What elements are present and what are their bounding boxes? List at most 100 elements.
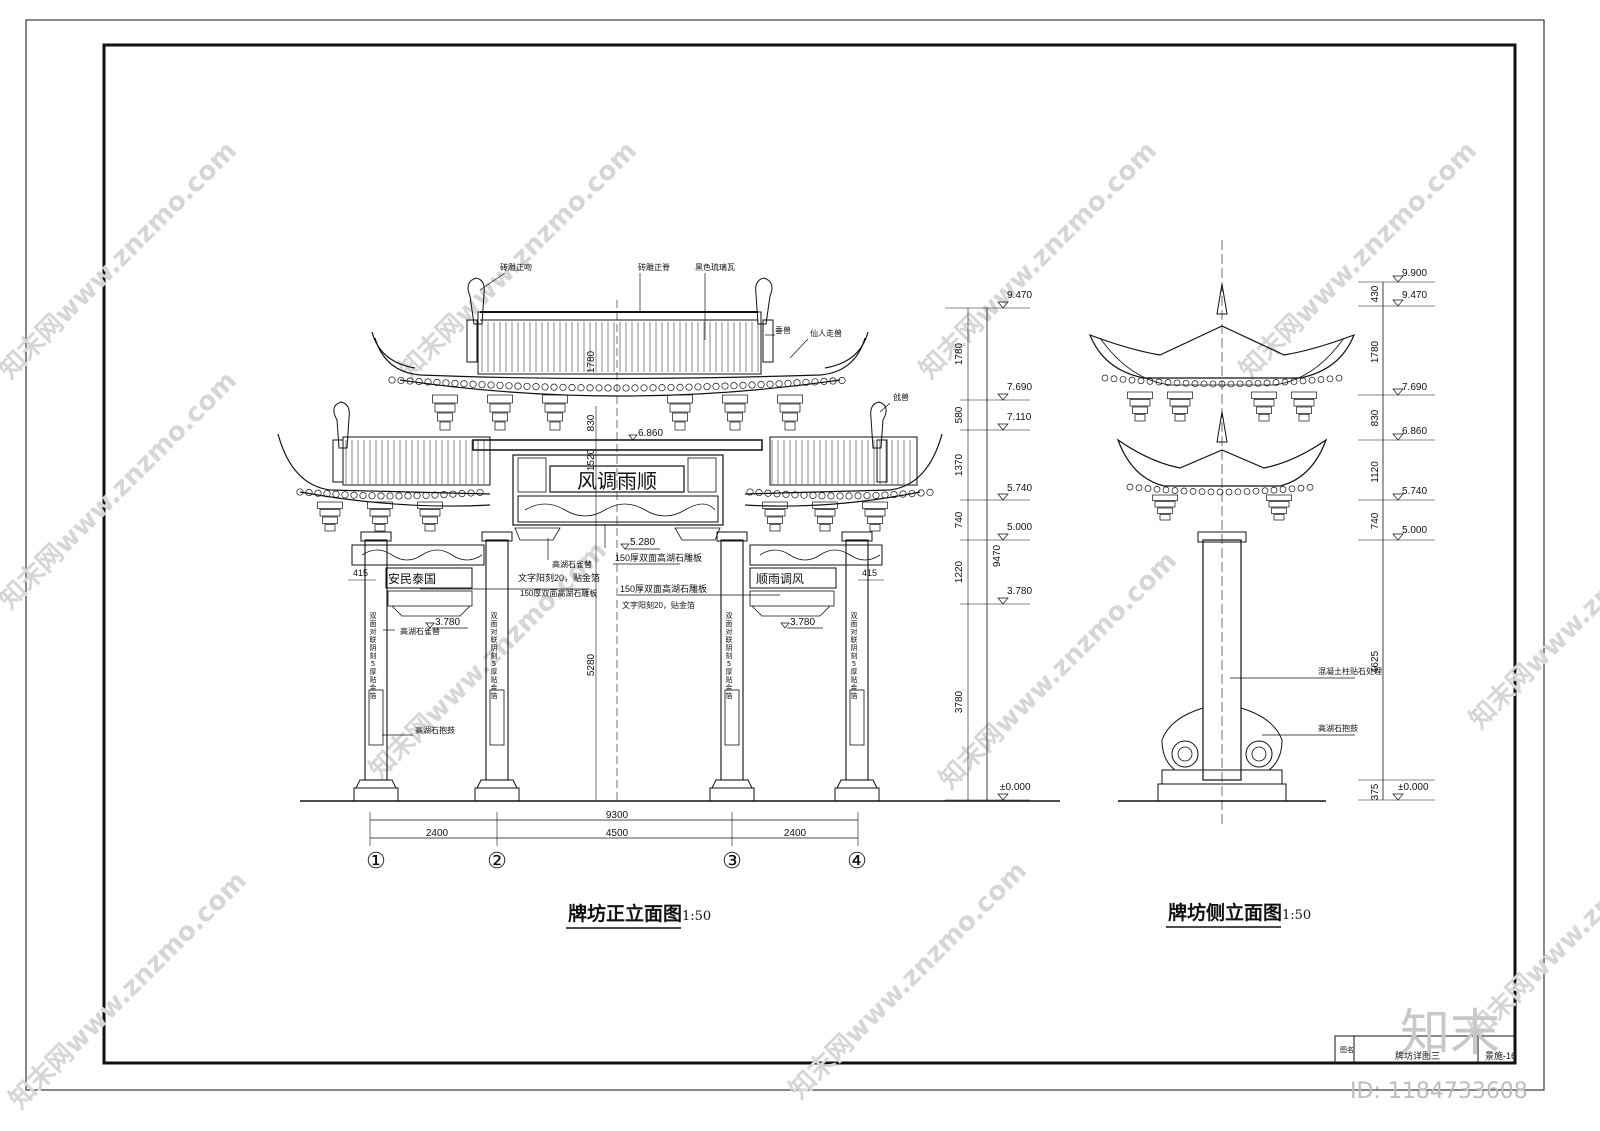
side-seg-1780: 1780 — [1370, 340, 1381, 363]
couplet-glyph: 厚 — [491, 668, 498, 676]
inner-frame — [102, 43, 1517, 1065]
couplet-glyph: 5 — [492, 660, 496, 668]
couplet-glyph: 箔 — [491, 691, 498, 700]
couplet-glyph: 厚 — [726, 668, 733, 676]
seg-580: 580 — [954, 406, 965, 423]
side-seg-830: 830 — [1370, 409, 1381, 426]
seg-1370: 1370 — [954, 453, 965, 476]
couplet-glyph: 贴 — [370, 675, 377, 684]
level-7690: 7.690 — [1007, 382, 1032, 393]
level-9470: 9.470 — [1007, 290, 1032, 301]
side-level-5000: 5.000 — [1402, 525, 1427, 536]
seg-1220: 1220 — [954, 560, 965, 583]
side-level-6860: 6.860 — [1402, 426, 1427, 437]
couplet-glyph: 贴 — [851, 675, 858, 684]
elev-tag-3780-left: 3.780 — [425, 617, 468, 629]
watermark-text-7: 知末网www.znzmo.com — [934, 546, 1183, 795]
couplet-glyph: 厚 — [370, 668, 377, 676]
couplet-glyph: 联 — [726, 635, 733, 644]
level-total-9470: 9470 — [992, 544, 1003, 567]
couplet-glyph: 双 — [370, 612, 377, 620]
side-seg-1120: 1120 — [1370, 461, 1381, 483]
side-level-9900: 9.900 — [1402, 268, 1427, 279]
callout-hang-beast: 垂兽 — [775, 325, 791, 335]
front-level-scale: 9.470 7.690 7.110 5.740 5.000 3.780 ±0.0… — [945, 290, 1032, 801]
side-level-9470: 9.470 — [1402, 290, 1427, 301]
elev-tag-5280: 5.280 — [620, 537, 660, 550]
couplet-glyph: 刻 — [726, 651, 733, 660]
level-5740: 5.740 — [1007, 483, 1032, 494]
right-side-panel: 顺雨调风 — [749, 544, 883, 617]
vdim-1520: 1520 — [586, 448, 597, 471]
vdim-5280: 5280 — [586, 653, 597, 676]
couplet-glyph: 阴 — [370, 643, 377, 652]
side-title-scale: 1:50 — [1282, 908, 1311, 923]
watermark-text-2: 知末网www.znzmo.com — [394, 136, 643, 385]
svg-text:6.860: 6.860 — [638, 428, 663, 439]
title-block-label: 图名 — [1340, 1045, 1354, 1054]
axis-1: ① — [366, 848, 386, 873]
watermark-text-8: 知末网www.znzmo.com — [1464, 486, 1600, 735]
vdim-830: 830 — [586, 414, 597, 431]
couplet-glyph: 联 — [851, 635, 858, 644]
front-title-text: 牌坊正立面图 — [568, 902, 682, 925]
side-dim-415-left: 415 — [353, 568, 368, 578]
title-block: 图名 牌坊详图三 景施-16 — [1334, 1035, 1516, 1064]
callout-panel-3b: 文字阳刻20，贴金箔 — [622, 600, 695, 610]
axis-4: ④ — [847, 848, 867, 873]
dim-total: 9300 — [606, 810, 629, 821]
callout-right-beast: 戗兽 — [893, 392, 909, 402]
couplet-glyph: 5 — [727, 660, 731, 668]
couplet-glyph: 面 — [726, 620, 733, 628]
couplet-glyph: 金 — [370, 683, 377, 692]
couplet-glyph: 金 — [726, 683, 733, 692]
couplet-glyph: 金 — [491, 683, 498, 692]
callout-panel-1b: 文字阳刻20，贴金箔 — [518, 572, 600, 583]
side-title: 牌坊侧立面图 1:50 — [1166, 901, 1311, 928]
axis-bubbles: ① ② ③ ④ — [366, 848, 867, 873]
couplet-glyph: 刻 — [491, 651, 498, 660]
couplet-glyph: 厚 — [851, 668, 858, 676]
couplet-glyph: 双 — [491, 612, 498, 620]
elev-tag-6860: 6.860 — [628, 428, 672, 441]
axis-2: ② — [487, 848, 507, 873]
columns — [353, 531, 880, 802]
svg-text:3.780: 3.780 — [790, 617, 815, 628]
side-level-scale: 9.900 9.470 7.690 6.860 5.740 5.000 ±0.0… — [1358, 268, 1435, 801]
couplet-glyph: 双 — [726, 612, 733, 620]
couplet-glyph: 面 — [370, 620, 377, 628]
callout-panel-1: 150厚双面高湖石雕板 — [615, 552, 702, 563]
vdim-1780: 1780 — [586, 350, 597, 373]
couplet-glyph: 刻 — [370, 651, 377, 660]
side-callout-column: 混凝土柱贴石处理 — [1318, 666, 1382, 676]
side-dim-415-right: 415 — [862, 568, 877, 578]
left-side-panel: 安民泰国 — [351, 544, 485, 617]
couplet-glyph: 5 — [371, 660, 375, 668]
couplet-glyph: 阴 — [851, 643, 858, 652]
couplet-glyph: 箔 — [851, 691, 858, 700]
couplet-glyph: 箔 — [370, 691, 377, 700]
watermark-logo: 知末 — [1400, 1004, 1500, 1062]
callout-ridge-center: 砖雕正脊 — [638, 262, 670, 272]
callout-panel-3: 150厚双面高湖石雕板 — [620, 583, 707, 594]
level-5000: 5.000 — [1007, 522, 1032, 533]
upper-roof — [371, 277, 869, 397]
title-block-number: 景施-16 — [1485, 1050, 1516, 1061]
watermark-text-3: 知末网www.znzmo.com — [914, 136, 1163, 385]
bottom-dimensions: 9300 2400 4500 2400 — [369, 810, 859, 846]
couplet-glyph: 联 — [370, 635, 377, 644]
side-level-7690: 7.690 — [1402, 382, 1427, 393]
right-lower-roof — [744, 401, 943, 507]
couplet-glyph: 对 — [851, 627, 858, 636]
watermark-text-9: 知末网www.znzmo.com — [4, 866, 253, 1115]
callout-tile: 黑色琉璃瓦 — [695, 262, 735, 272]
side-level-5740: 5.740 — [1402, 486, 1427, 497]
couplet-glyph: 双 — [851, 612, 858, 620]
couplet-glyph: 对 — [370, 627, 377, 636]
seg-740: 740 — [954, 511, 965, 528]
side-title-text: 牌坊侧立面图 — [1168, 901, 1282, 924]
side-seg-375: 375 — [1370, 783, 1381, 800]
watermark-text-5: 知末网www.znzmo.com — [0, 366, 243, 615]
axis-3: ③ — [722, 848, 742, 873]
